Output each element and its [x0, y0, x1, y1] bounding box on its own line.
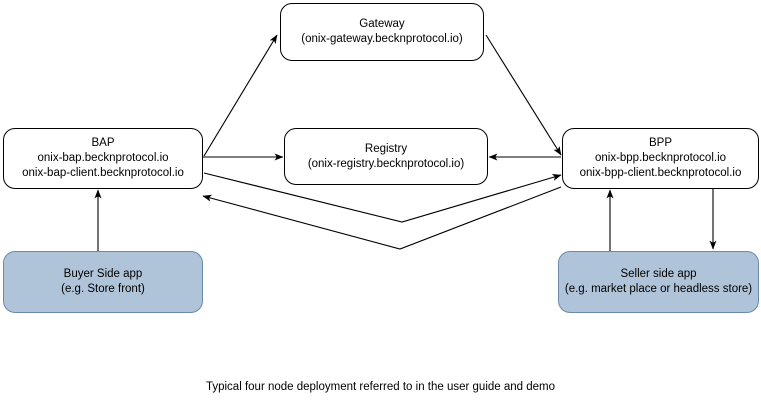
node-buyer-side-app-host: (e.g. Store front): [61, 283, 145, 295]
connector-bpp-to-bap: [202, 186, 562, 250]
node-bpp-host-client: onix-bpp-client.becknprotocol.io: [579, 167, 742, 179]
node-gateway-label: Gateway: [359, 18, 405, 30]
node-bap[interactable]: BAP onix-bap.becknprotocol.io onix-bap-c…: [3, 128, 203, 189]
node-registry-label: Registry: [364, 142, 408, 155]
node-bpp-host: onix-bpp.becknprotocol.io: [594, 152, 727, 164]
node-registry-host: (onix-registry.becknprotocol.io): [307, 157, 465, 170]
node-buyer-side-app-label: Buyer Side app: [63, 268, 143, 280]
node-bap-host-client: onix-bap-client.becknprotocol.io: [22, 167, 184, 179]
node-gateway-host: (onix-gateway.becknprotocol.io): [301, 33, 463, 45]
node-bap-label: BAP: [91, 137, 115, 149]
node-registry[interactable]: Registry (onix-registry.becknprotocol.io…: [284, 128, 488, 185]
node-bpp[interactable]: BPP onix-bpp.becknprotocol.io onix-bpp-c…: [562, 128, 759, 189]
node-buyer-side-app[interactable]: Buyer Side app (e.g. Store front): [3, 251, 203, 313]
node-seller-side-app-label: Seller side app: [620, 268, 697, 280]
diagram-caption: Typical four node deployment referred to…: [205, 381, 556, 393]
node-seller-side-app-host: (e.g. market place or headless store): [564, 283, 753, 295]
node-seller-side-app[interactable]: Seller side app (e.g. market place or he…: [558, 251, 759, 313]
node-bpp-label: BPP: [648, 137, 672, 149]
node-bap-host: onix-bap.becknprotocol.io: [37, 152, 169, 164]
connector-bap-to-gateway: [203, 34, 278, 157]
connector-gateway-to-bpp: [485, 34, 562, 156]
node-gateway[interactable]: Gateway (onix-gateway.becknprotocol.io): [280, 3, 484, 61]
